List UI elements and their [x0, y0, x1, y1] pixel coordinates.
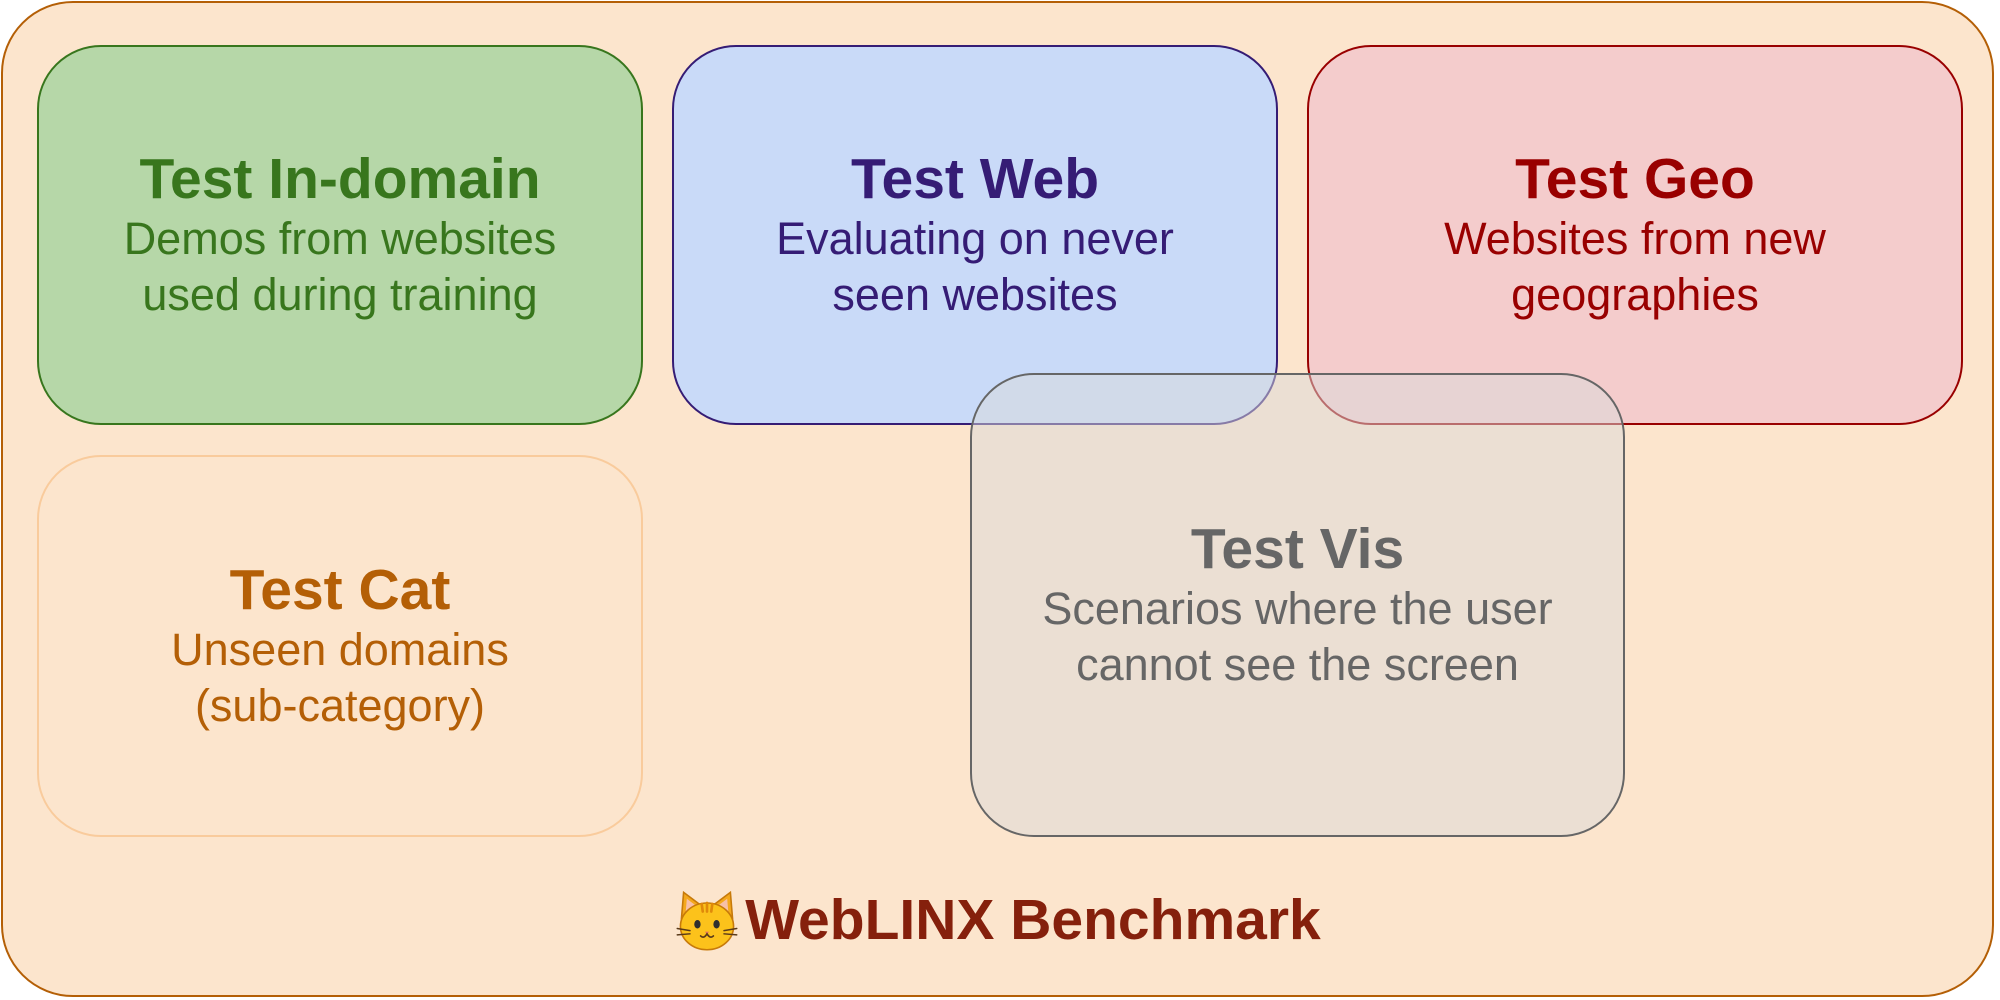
test-web-desc-line1: Evaluating on never — [776, 213, 1174, 264]
test-in-domain-title: Test In-domain — [139, 147, 541, 211]
test-cat-box: Test Cat Unseen domains (sub-category) — [37, 455, 643, 837]
test-web-desc-line2: seen websites — [832, 269, 1118, 320]
benchmark-footer: WebLINX Benchmark — [0, 880, 1994, 960]
test-in-domain-desc-line1: Demos from websites — [123, 213, 557, 264]
test-geo-box: Test Geo Websites from new geographies — [1307, 45, 1963, 425]
test-vis-desc-line1: Scenarios where the user — [1042, 583, 1553, 634]
test-web-title: Test Web — [850, 147, 1100, 211]
test-geo-desc-line2: geographies — [1511, 269, 1759, 320]
test-cat-desc-line1: Unseen domains — [171, 624, 509, 675]
test-vis-desc-line2: cannot see the screen — [1076, 639, 1519, 690]
test-geo-title: Test Geo — [1515, 147, 1755, 211]
test-vis-box: Test Vis Scenarios where the user cannot… — [970, 373, 1625, 837]
cat-face-icon — [676, 890, 738, 951]
test-web-box: Test Web Evaluating on never seen websit… — [672, 45, 1278, 425]
benchmark-title: WebLINX Benchmark — [745, 888, 1321, 952]
test-geo-desc-line1: Websites from new — [1444, 213, 1826, 264]
test-vis-title: Test Vis — [1190, 517, 1405, 581]
test-cat-desc-line2: (sub-category) — [194, 680, 486, 731]
test-cat-title: Test Cat — [229, 558, 451, 622]
test-in-domain-desc-line2: used during training — [142, 269, 538, 320]
test-in-domain-box: Test In-domain Demos from websites used … — [37, 45, 643, 425]
